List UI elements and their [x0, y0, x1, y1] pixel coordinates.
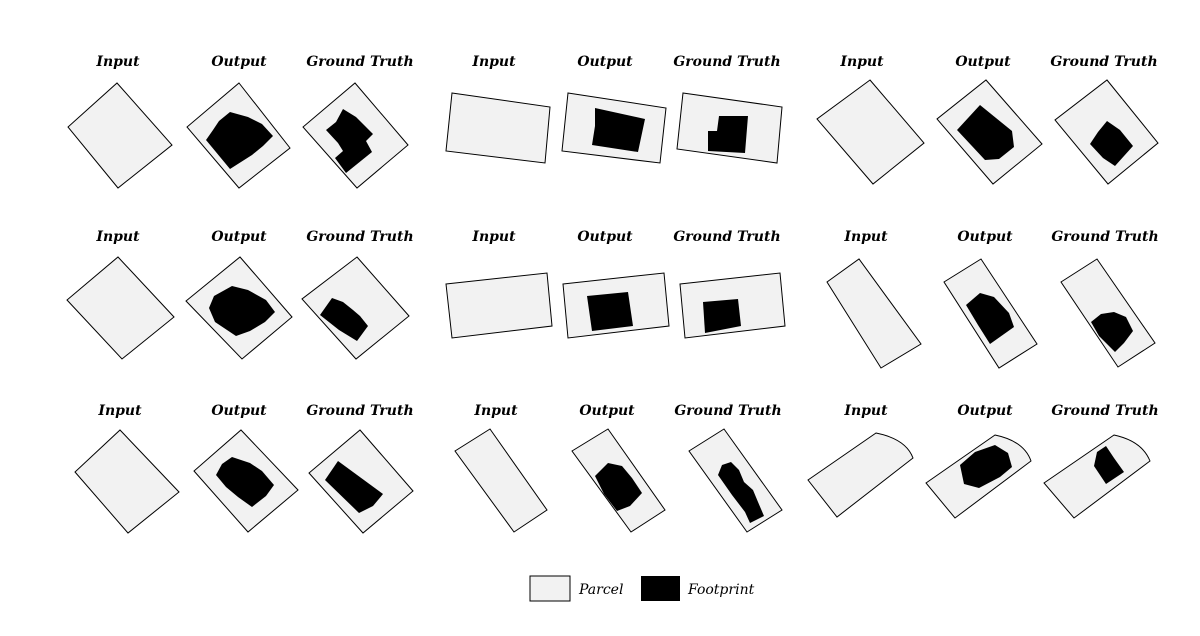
label-ground-truth: Ground Truth — [1051, 403, 1158, 419]
ground-truth-footprint — [708, 116, 748, 153]
label-input: Input — [839, 54, 884, 70]
label-output: Output — [577, 229, 633, 245]
label-ground-truth: Ground Truth — [673, 229, 780, 245]
ground-truth-footprint — [1094, 446, 1124, 484]
legend-footprint-swatch — [641, 576, 680, 601]
label-input: Input — [843, 403, 888, 419]
label-output: Output — [577, 54, 633, 70]
input-parcel — [807, 432, 914, 518]
ground-truth-footprint — [320, 298, 368, 341]
label-ground-truth: Ground Truth — [674, 403, 781, 419]
input-parcel — [445, 272, 553, 339]
ground-truth-footprint — [326, 109, 373, 173]
legend-footprint-label: Footprint — [687, 582, 755, 598]
group-row3-col2: Input Output Ground Truth — [454, 403, 783, 533]
output-footprint — [216, 457, 274, 507]
output-footprint — [206, 112, 273, 169]
group-row3-col3: Input Output Ground Truth — [807, 403, 1159, 519]
label-ground-truth: Ground Truth — [1051, 229, 1158, 245]
ground-truth-parcel — [1043, 434, 1151, 519]
label-output: Output — [955, 54, 1011, 70]
label-output: Output — [957, 229, 1013, 245]
output-footprint — [957, 105, 1014, 160]
row-2: Input Output Ground Truth Input Output G… — [66, 229, 1159, 369]
label-output: Output — [579, 403, 635, 419]
group-row2-col1: Input Output Ground Truth — [66, 229, 414, 360]
input-parcel — [816, 79, 925, 185]
group-row2-col2: Input Output Ground Truth — [445, 229, 786, 339]
label-ground-truth: Ground Truth — [306, 403, 413, 419]
output-footprint — [587, 292, 633, 331]
label-ground-truth: Ground Truth — [306, 54, 413, 70]
input-parcel — [66, 256, 175, 360]
row-3: Input Output Ground Truth Input Output G… — [74, 403, 1159, 534]
group-row2-col3: Input Output Ground Truth — [826, 229, 1159, 369]
ground-truth-footprint — [703, 299, 741, 333]
legend: Parcel Footprint — [529, 575, 755, 602]
label-output: Output — [957, 403, 1013, 419]
group-row1-col1: Input Output Ground Truth — [67, 54, 414, 189]
input-parcel — [826, 258, 922, 369]
output-footprint — [595, 463, 642, 511]
ground-truth-footprint — [1091, 312, 1133, 352]
ground-truth-footprint — [325, 461, 383, 513]
label-input: Input — [843, 229, 888, 245]
label-output: Output — [211, 54, 267, 70]
label-input: Input — [471, 54, 516, 70]
label-input: Input — [95, 54, 140, 70]
output-footprint — [960, 445, 1012, 488]
output-footprint — [966, 293, 1014, 344]
ground-truth-parcel — [301, 256, 410, 360]
label-input: Input — [95, 229, 140, 245]
ground-truth-footprint — [1090, 121, 1133, 166]
label-input: Input — [473, 403, 518, 419]
input-parcel — [67, 82, 173, 189]
label-output: Output — [211, 403, 267, 419]
label-input: Input — [97, 403, 142, 419]
label-output: Output — [211, 229, 267, 245]
label-ground-truth: Ground Truth — [1050, 54, 1157, 70]
label-input: Input — [471, 229, 516, 245]
group-row1-col2: Input Output Ground Truth — [445, 54, 783, 164]
group-row3-col1: Input Output Ground Truth — [74, 403, 414, 534]
output-footprint — [209, 286, 275, 336]
label-ground-truth: Ground Truth — [306, 229, 413, 245]
legend-parcel-label: Parcel — [578, 582, 623, 598]
input-parcel — [74, 429, 180, 534]
ground-truth-footprint — [718, 462, 764, 523]
output-footprint — [592, 108, 645, 152]
input-parcel — [445, 92, 551, 164]
input-parcel — [454, 428, 548, 533]
legend-parcel-swatch — [529, 575, 571, 602]
group-row1-col3: Input Output Ground Truth — [816, 54, 1159, 185]
row-1: Input Output Ground Truth Input Output G… — [67, 54, 1159, 189]
label-ground-truth: Ground Truth — [673, 54, 780, 70]
